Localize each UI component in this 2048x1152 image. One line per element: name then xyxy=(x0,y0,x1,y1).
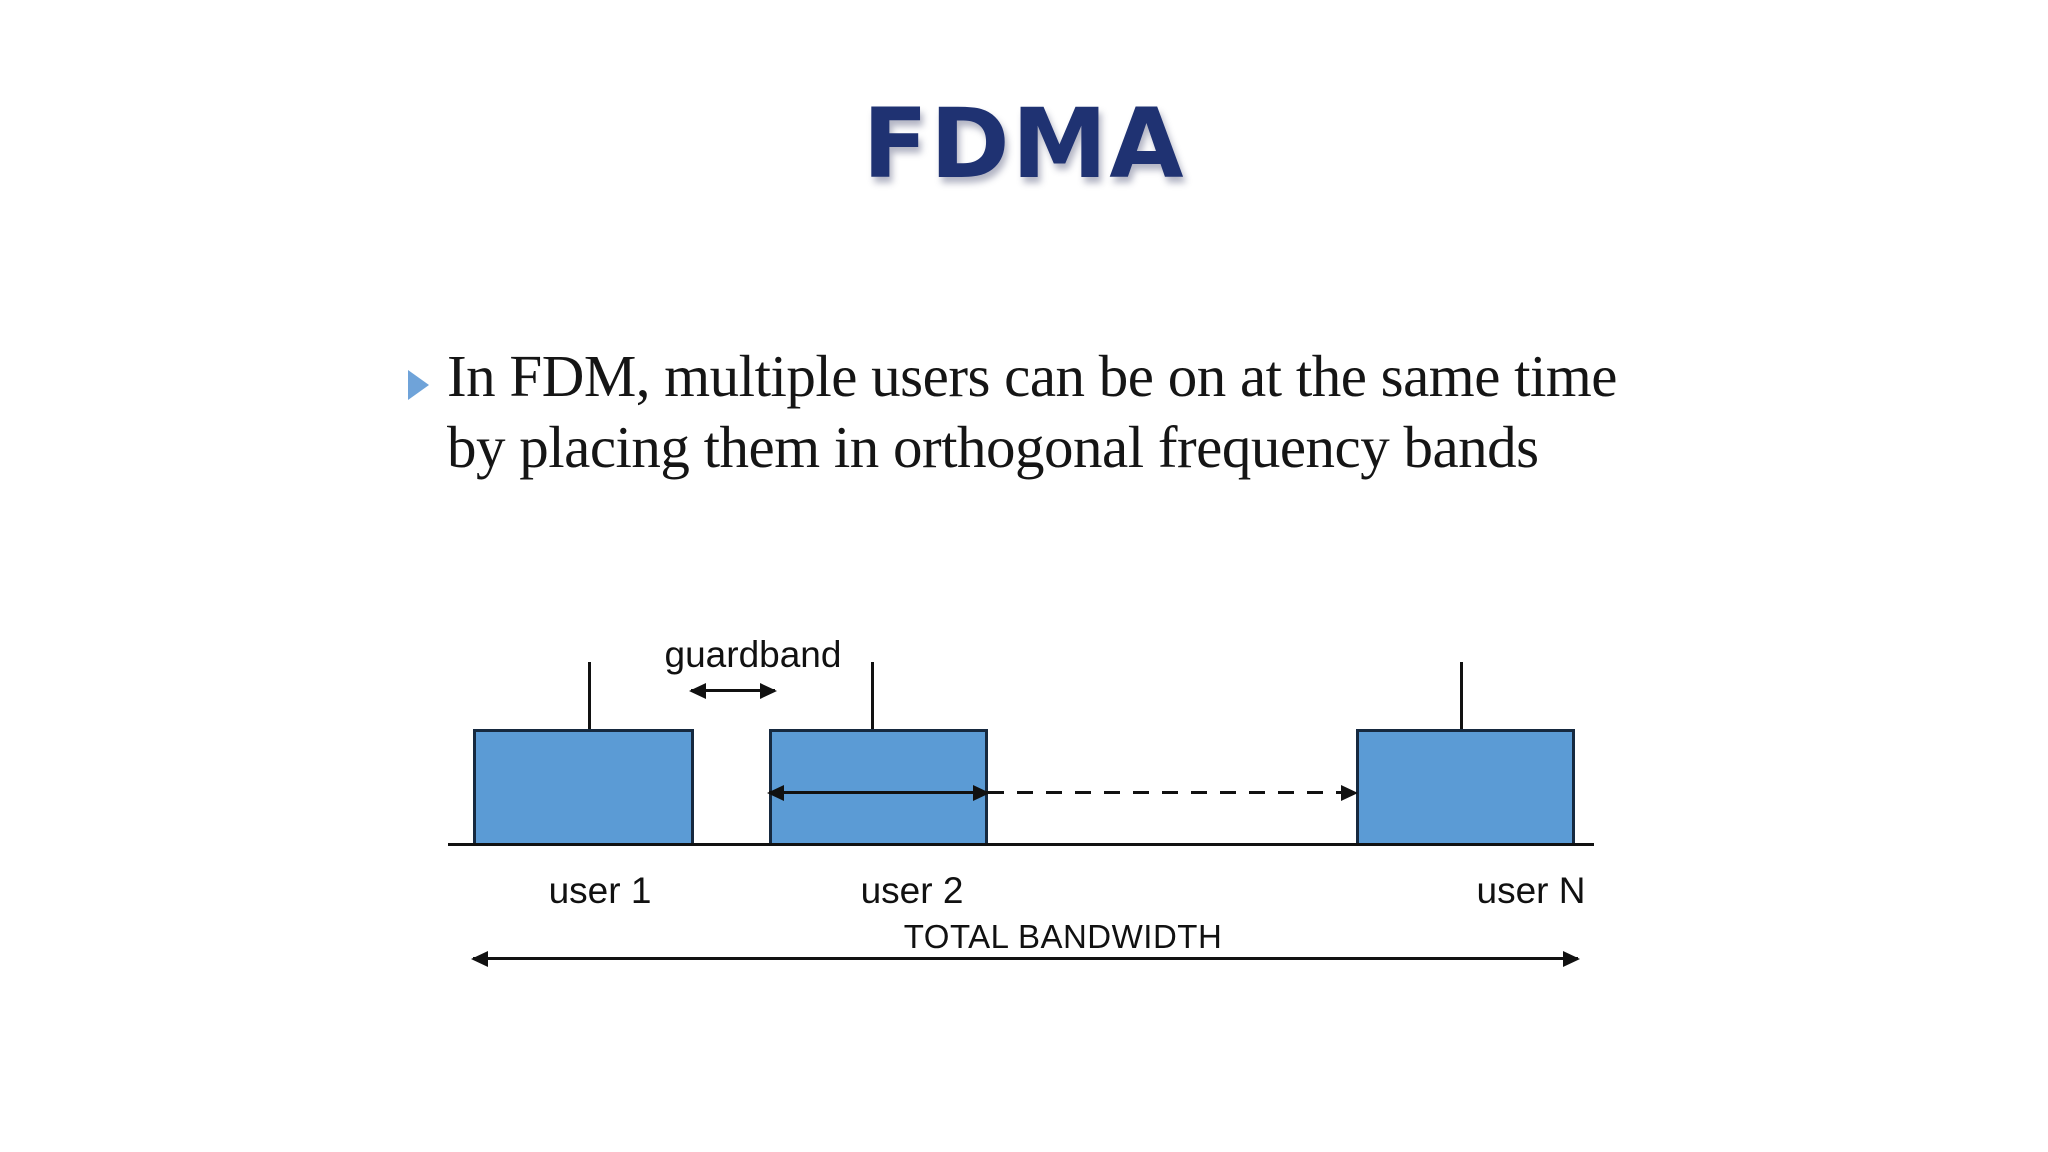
bullet-line-2: by placing them in orthogonal frequency … xyxy=(447,414,1539,480)
bullet-paragraph: In FDM, multiple users can be on at the … xyxy=(447,341,1707,483)
guardband-extent-arrow xyxy=(689,682,777,699)
bullet-triangle-icon xyxy=(408,370,429,400)
continuation-dashed-arrow xyxy=(988,784,1358,801)
arrowhead-left-icon xyxy=(471,950,488,967)
bullet-line-1: In FDM, multiple users can be on at the … xyxy=(447,343,1618,409)
label-user-1: user 1 xyxy=(548,870,652,911)
user-bandwidth-arrow xyxy=(767,784,990,801)
arrowhead-left-icon xyxy=(689,682,706,699)
frequency-band-user-1 xyxy=(473,729,694,846)
frequency-band-user-2 xyxy=(769,729,988,846)
page-title: FDMA xyxy=(862,88,1186,200)
guardband-label: guardband xyxy=(664,634,842,675)
total-bandwidth-label: TOTAL BANDWIDTH xyxy=(903,918,1223,955)
total-bandwidth-arrow xyxy=(471,950,1580,967)
arrowhead-left-icon xyxy=(767,784,784,801)
arrowhead-right-icon xyxy=(1341,784,1358,801)
arrowhead-right-icon xyxy=(1563,950,1580,967)
label-user-n: user N xyxy=(1476,870,1586,911)
arrowhead-right-icon xyxy=(973,784,990,801)
frequency-band-user-n xyxy=(1356,729,1575,846)
label-user-2: user 2 xyxy=(860,870,964,911)
frequency-axis-line xyxy=(448,843,1594,846)
arrowhead-right-icon xyxy=(760,682,777,699)
